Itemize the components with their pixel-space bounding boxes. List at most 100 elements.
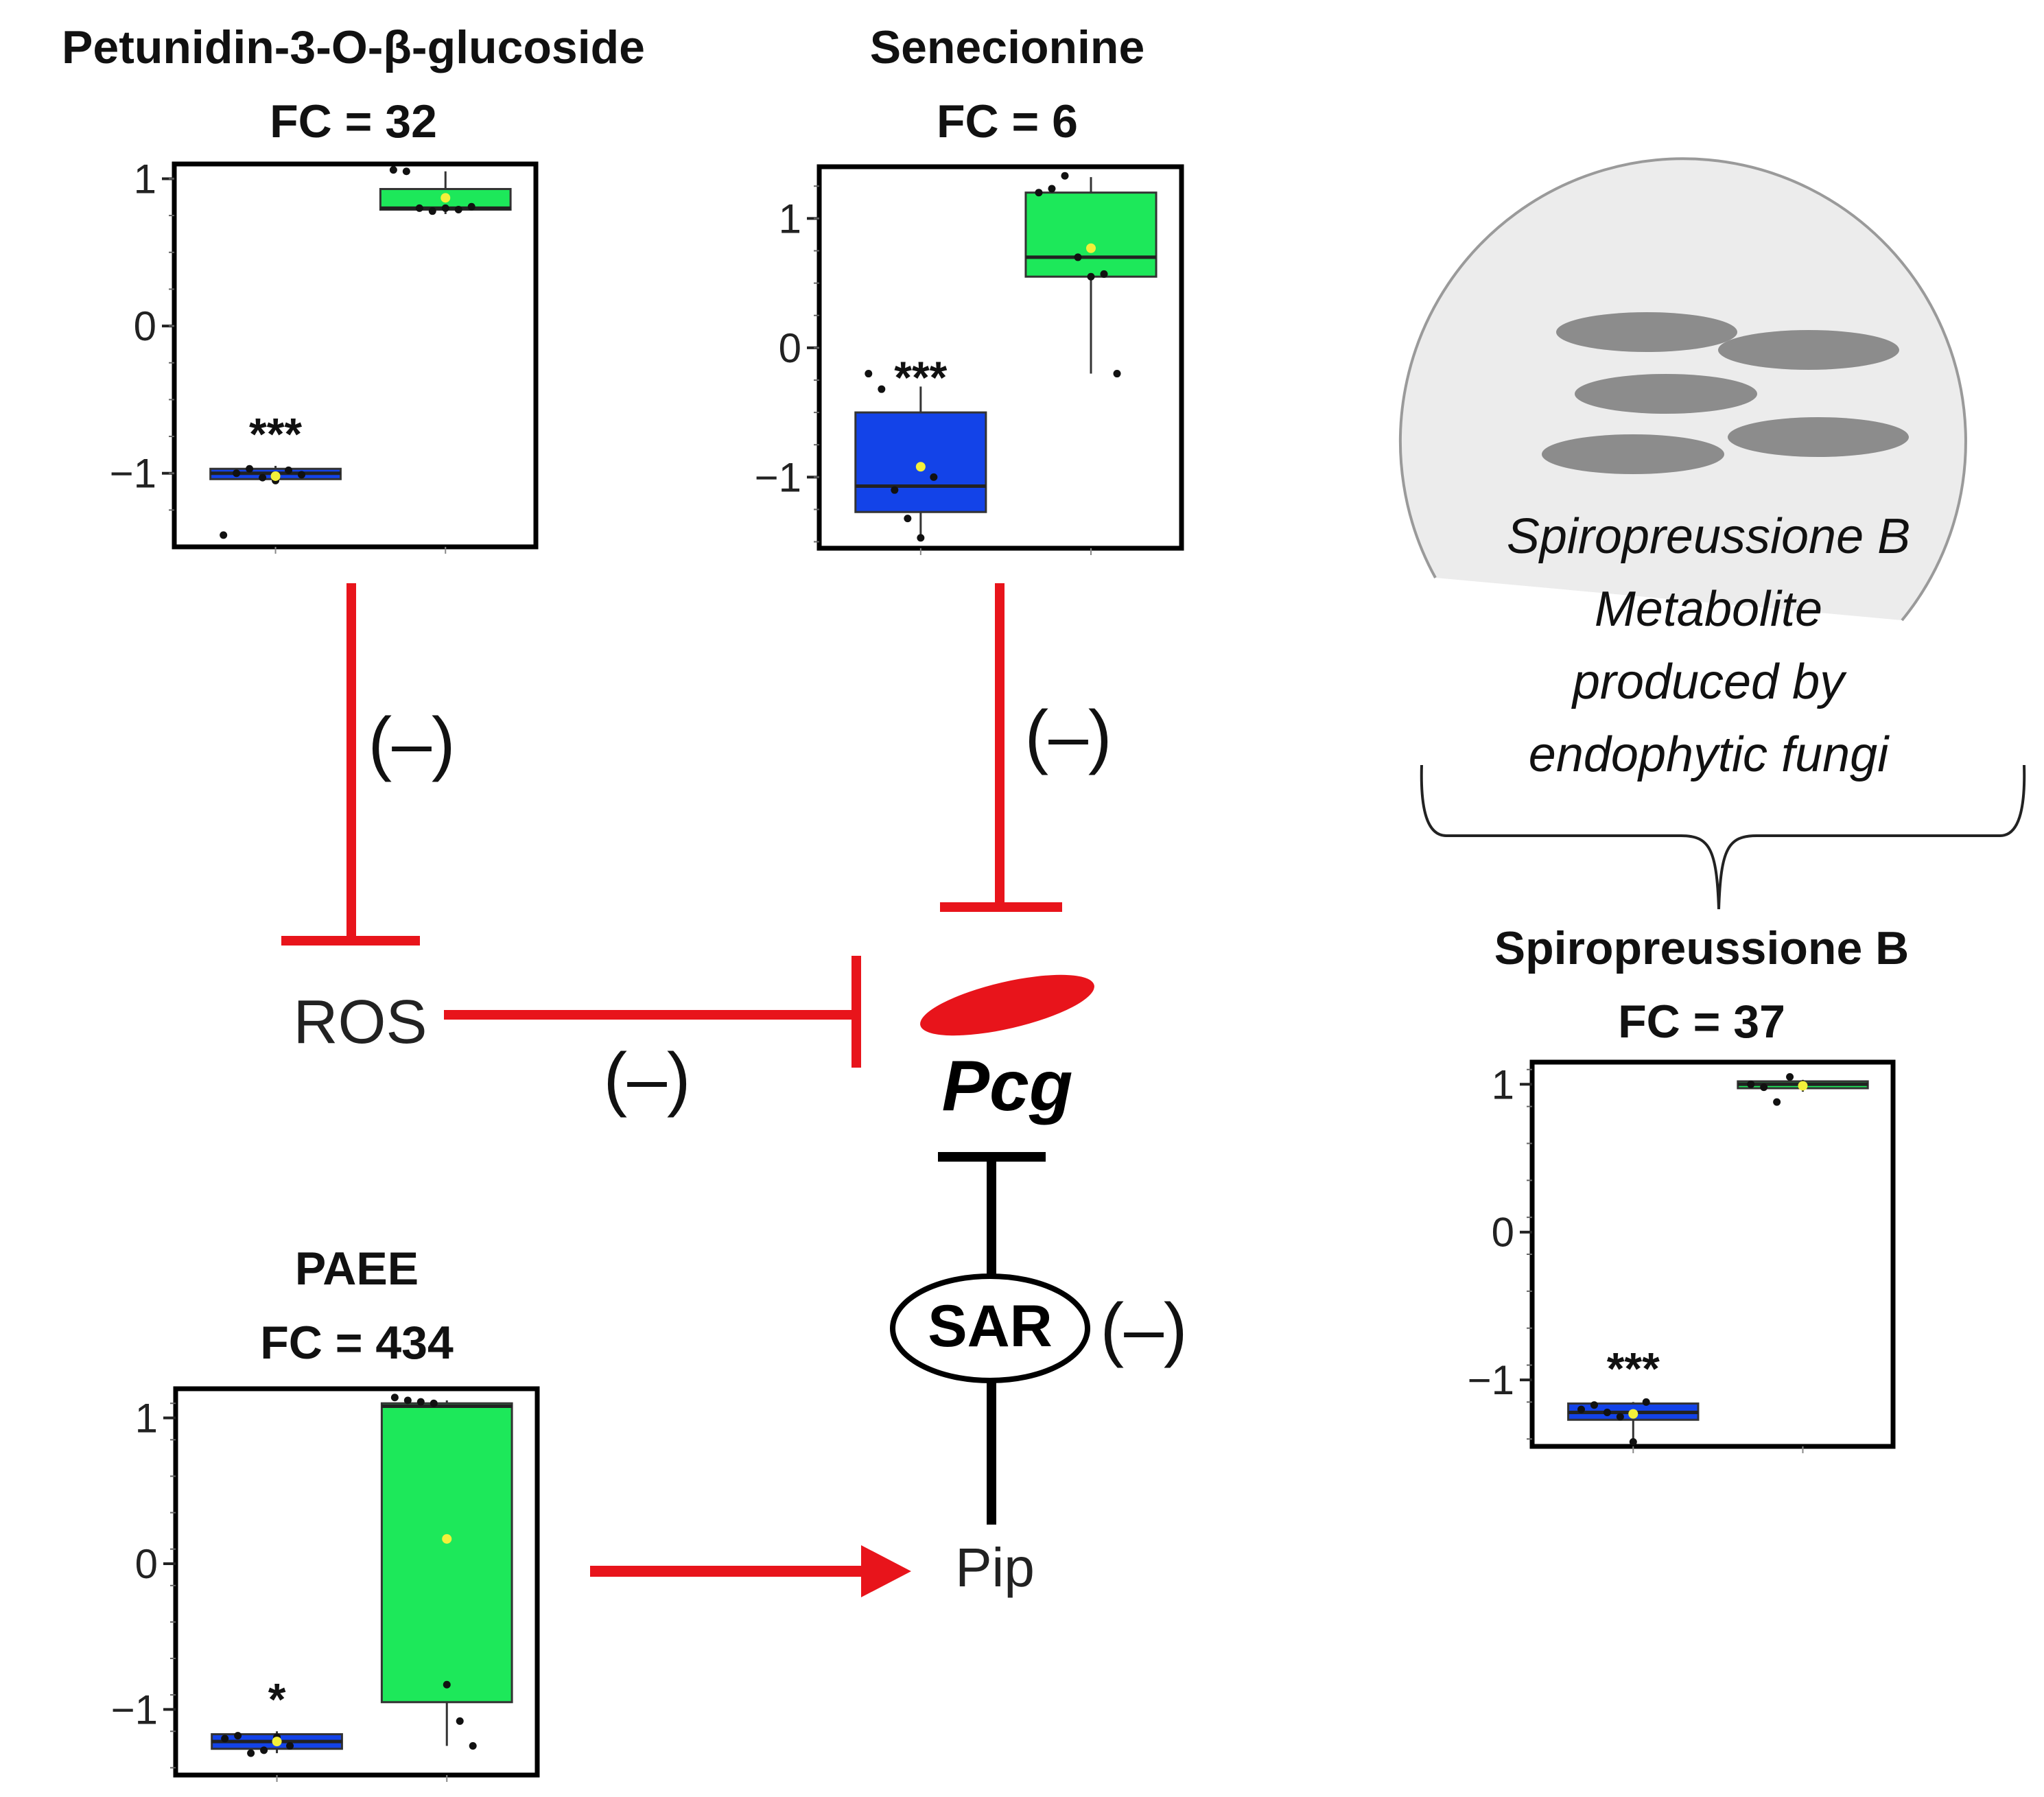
data-point — [402, 167, 410, 176]
y-tick-label: 1 — [1492, 1061, 1514, 1107]
spore-shape — [1575, 374, 1757, 414]
data-point — [428, 207, 436, 215]
data-point — [1113, 370, 1121, 378]
plot-area: 1 0 −1 *** — [1468, 1059, 1896, 1453]
data-point — [904, 515, 912, 523]
chart-fc-label: FC = 32 — [270, 95, 437, 148]
plot-frame — [172, 161, 539, 550]
spore-shape — [1718, 330, 1899, 370]
data-point — [469, 1742, 477, 1750]
y-tick-label: 1 — [779, 196, 801, 242]
spore-shape — [1728, 417, 1909, 457]
inhibition-petunidin-ros — [281, 583, 420, 946]
arrow-head — [861, 1545, 911, 1597]
data-point — [891, 486, 899, 494]
mean-marker — [270, 471, 281, 481]
data-point — [1747, 1080, 1755, 1088]
data-point — [234, 1732, 242, 1740]
pcg-label: Pcg — [942, 1046, 1073, 1126]
inhibition-sar-pcg — [938, 1152, 1046, 1525]
mean-marker — [915, 462, 926, 472]
data-point — [1760, 1083, 1768, 1092]
data-point — [441, 204, 449, 212]
minus-label-senecionine: (–) — [1024, 696, 1112, 776]
fungus-text-line: produced by — [1571, 655, 1847, 709]
y-tick-label: −1 — [110, 451, 156, 497]
box-treated — [380, 1402, 513, 1704]
significance-label: *** — [249, 408, 302, 459]
mean-marker — [272, 1737, 282, 1747]
data-point — [467, 202, 475, 211]
activation-paee-pip — [590, 1545, 911, 1597]
data-point — [1074, 253, 1082, 261]
data-point — [221, 1735, 229, 1743]
data-point — [1629, 1438, 1637, 1446]
sar-label: SAR — [928, 1293, 1053, 1359]
curly-brace — [1420, 764, 2026, 910]
y-tick-label: 0 — [1492, 1210, 1514, 1256]
mean-marker — [440, 193, 451, 203]
data-point — [1773, 1098, 1781, 1106]
plot-area: 1 0 −1 *** — [755, 164, 1184, 555]
data-point — [1048, 185, 1056, 193]
y-tick-label: −1 — [111, 1687, 158, 1733]
boxplot-senecionine: Senecionine FC = 6 1 0 −1 *** — [755, 21, 1184, 555]
significance-label: * — [268, 1674, 286, 1725]
data-point — [454, 206, 462, 214]
data-point — [456, 1717, 464, 1725]
data-point — [443, 1680, 451, 1689]
data-point — [1642, 1398, 1650, 1406]
data-point — [285, 466, 293, 474]
data-point — [260, 1746, 268, 1754]
data-point — [878, 385, 886, 393]
y-tick-label: 1 — [134, 156, 156, 202]
data-point — [1035, 189, 1043, 197]
pcg-spore-shape — [920, 974, 1094, 1036]
data-point — [416, 1398, 425, 1406]
data-point — [1603, 1408, 1611, 1416]
data-point — [865, 370, 873, 378]
y-tick-label: −1 — [755, 454, 801, 500]
mean-marker — [1628, 1409, 1638, 1419]
data-point — [403, 1396, 412, 1405]
data-point — [1590, 1401, 1598, 1409]
data-point — [1616, 1413, 1624, 1421]
data-point — [246, 465, 254, 473]
plot-frame — [1529, 1059, 1896, 1449]
data-point — [259, 473, 267, 482]
minus-label-ros: (–) — [603, 1039, 690, 1118]
y-tick-label: 0 — [135, 1541, 158, 1587]
data-point — [389, 166, 397, 174]
y-tick-label: −1 — [1468, 1357, 1514, 1403]
y-tick-label: 1 — [135, 1395, 158, 1441]
fungus-text-line: endophytic fungi — [1529, 727, 1890, 782]
chart-title: PAEE — [295, 1243, 419, 1295]
data-point — [1061, 172, 1069, 180]
mean-marker — [1086, 243, 1096, 253]
y-tick-label: 0 — [134, 303, 156, 349]
significance-label: *** — [1607, 1343, 1660, 1394]
data-point — [1087, 272, 1095, 281]
data-point — [390, 1394, 399, 1402]
boxplot-spiropreussione: Spiropreussione B FC = 37 10−1*** — [1468, 922, 1910, 1453]
inhibition-ros-pcg — [444, 956, 861, 1068]
boxplot-petunidin: Petunidin-3-O-β-glucoside FC = 32 1 0 −1 **… — [62, 21, 645, 554]
data-point — [220, 531, 228, 539]
data-point — [1100, 270, 1108, 278]
chart-fc-label: FC = 6 — [937, 95, 1078, 148]
data-point — [298, 471, 306, 479]
box-treated — [1024, 191, 1158, 278]
mean-marker — [1798, 1081, 1808, 1091]
sar-node — [890, 1273, 1090, 1383]
data-point — [430, 1399, 438, 1407]
chart-title: Spiropreussione B — [1494, 922, 1910, 974]
chart-fc-label: FC = 434 — [260, 1317, 454, 1369]
y-tick-label: 0 — [779, 325, 801, 371]
inhibition-senecionine-pcg — [940, 583, 1062, 912]
significance-label: *** — [894, 352, 947, 403]
plot-area: 1 0 −1 *** — [110, 156, 539, 554]
data-point — [930, 473, 938, 481]
chart-title: Petunidin-3-O-β-glucoside — [62, 21, 645, 73]
chart-title: Senecionine — [870, 21, 1145, 73]
